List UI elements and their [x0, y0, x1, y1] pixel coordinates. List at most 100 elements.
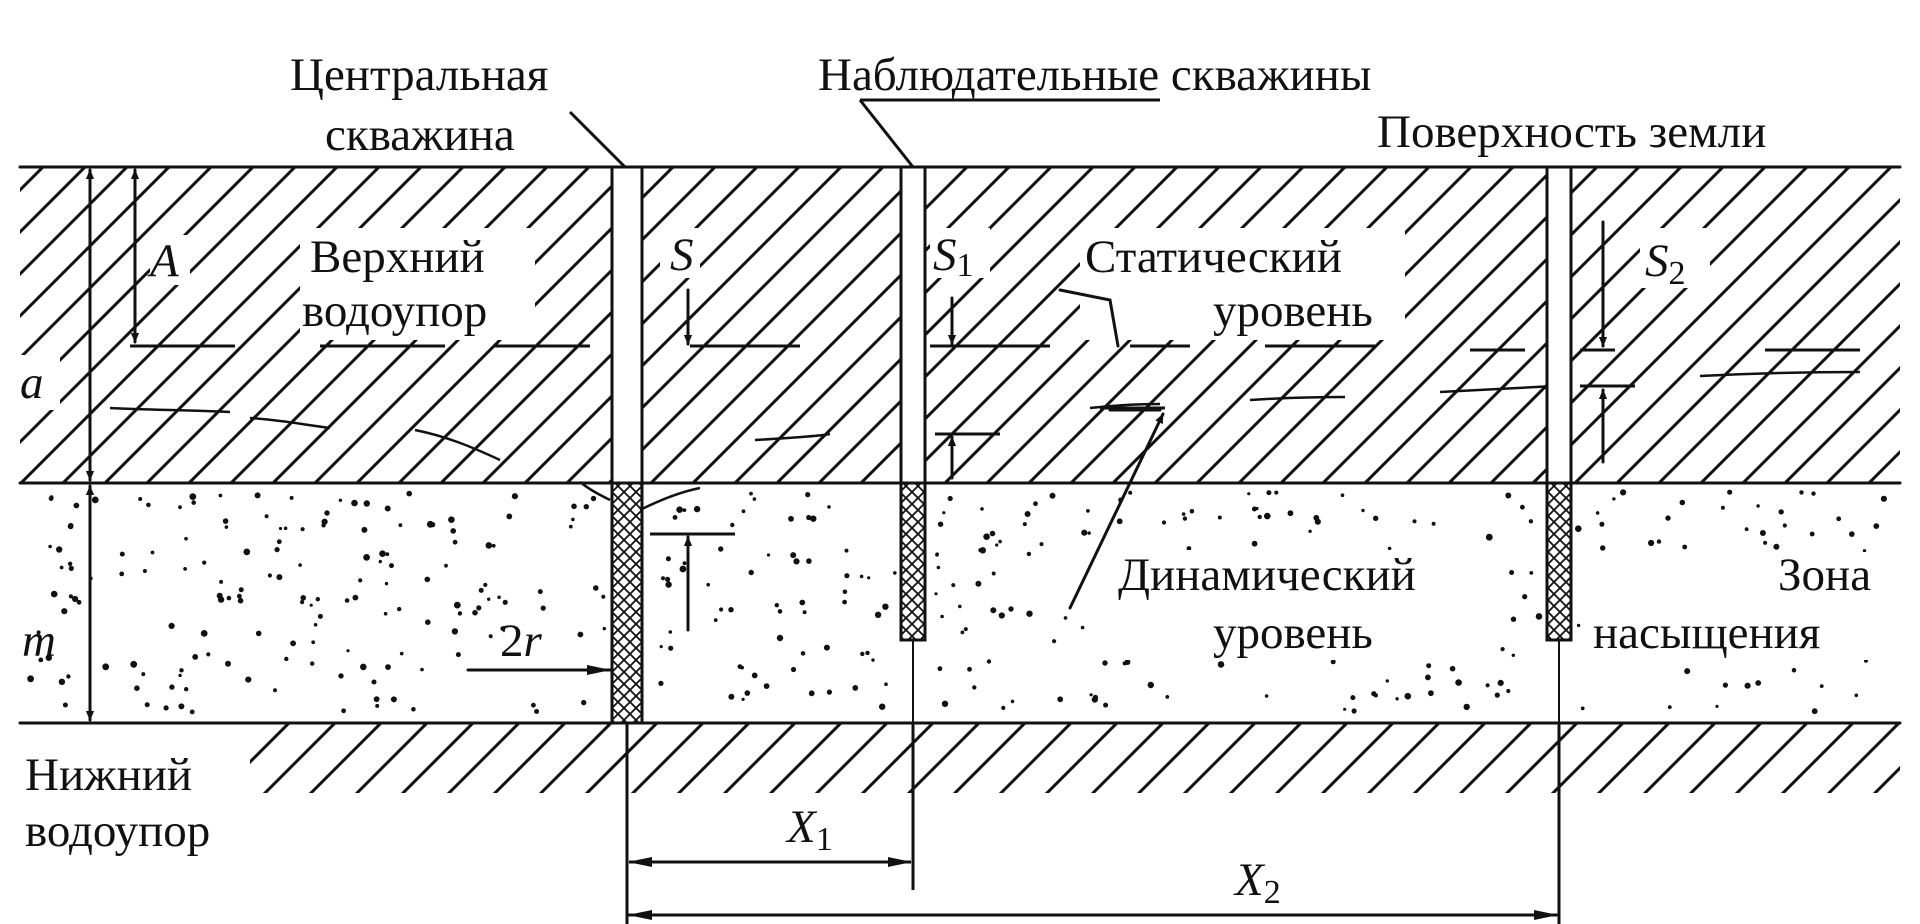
sand-dot [472, 609, 478, 616]
symbol-2r: 2r [500, 615, 543, 667]
sand-dot [1186, 546, 1192, 551]
sand-dot [1744, 527, 1749, 532]
S2-mask [1640, 228, 1710, 288]
A-mask [150, 235, 190, 285]
sand-dot [1811, 708, 1818, 715]
sand-dot [1715, 704, 1719, 709]
sand-dot [706, 582, 710, 587]
sand-dot [141, 672, 146, 677]
sand-dot [1287, 510, 1294, 517]
sand-dot [577, 631, 584, 638]
sand-dot [68, 594, 73, 599]
sand-dot [237, 597, 244, 604]
sand-dot [1836, 516, 1842, 522]
sand-dot [389, 563, 394, 569]
sand-dot [373, 696, 380, 703]
sand-dot [1535, 613, 1543, 620]
sand-dot [1449, 665, 1456, 672]
static-level-label-mask [1080, 228, 1405, 340]
sand-dot [766, 553, 771, 557]
sand-dot [882, 603, 889, 610]
sand-dot [62, 702, 68, 708]
sand-dot [802, 610, 807, 615]
sand-dot [1024, 511, 1031, 517]
sand-dot [659, 645, 663, 649]
sand-dot [1520, 504, 1525, 510]
sand-dot [531, 702, 536, 708]
sand-dot [1497, 679, 1504, 687]
sand-dot [360, 663, 367, 671]
sand-dot [1880, 495, 1887, 502]
sand-dot [144, 702, 150, 708]
sand-dot [163, 705, 169, 711]
sand-dot [1849, 531, 1855, 537]
aquifer-sand-dots [27, 489, 1887, 715]
sand-dot [298, 563, 302, 567]
sand-dot [1500, 647, 1505, 652]
sand-dot [805, 492, 811, 498]
sand-dot [947, 495, 953, 502]
sand-dot [986, 659, 992, 664]
sand-dot [537, 589, 543, 595]
symbol-A: A [147, 235, 179, 287]
sand-dot [1510, 616, 1517, 622]
sand-dot [540, 605, 546, 611]
static-level-dashes [130, 344, 1860, 352]
sand-dot [1528, 519, 1534, 524]
sand-dot [450, 528, 457, 534]
sand-dot [844, 573, 850, 579]
sand-dot [267, 573, 272, 578]
sand-dot [1759, 530, 1766, 536]
static-level-label-line2: уровень [1213, 285, 1373, 337]
sand-dot [237, 593, 242, 599]
sand-dot [497, 595, 501, 600]
dynamic-level-label-line2: уровень [1213, 607, 1373, 659]
sand-dot [225, 660, 231, 667]
sand-dot [751, 672, 758, 679]
sand-dot [48, 544, 52, 549]
sand-dot [346, 649, 350, 653]
sand-dot [991, 571, 996, 576]
sand-dot [1522, 594, 1528, 600]
sand-dot [1799, 490, 1804, 495]
sand-dot [178, 703, 185, 710]
sand-dot [568, 524, 573, 529]
sand-dot [189, 709, 195, 715]
sand-dot [935, 552, 939, 557]
sand-dot [1350, 695, 1356, 701]
sand-dot [56, 546, 63, 553]
sand-dot [676, 506, 683, 513]
sand-dot [1612, 497, 1616, 501]
sand-dot [1425, 674, 1431, 681]
sand-dot [879, 703, 886, 710]
sand-dot [289, 495, 294, 500]
left-margin-mask [0, 0, 20, 924]
sand-dot [1744, 682, 1751, 689]
sand-dot [189, 493, 197, 500]
sand-dot [1494, 692, 1500, 698]
sand-dot [1122, 661, 1127, 666]
sand-dot [324, 510, 330, 516]
sand-dot [1022, 522, 1027, 527]
sand-dot [61, 608, 68, 615]
sand-dot [1026, 551, 1032, 557]
well-callout-leaders [568, 98, 1160, 169]
sand-dot [808, 690, 815, 697]
sand-dot [1576, 623, 1581, 628]
sand-dot [130, 660, 138, 668]
sand-dot [937, 521, 944, 527]
sand-dot [1791, 667, 1797, 673]
sand-dot [399, 651, 404, 656]
sand-dot [351, 499, 358, 507]
sand-dot [774, 603, 779, 608]
sand-dot [218, 493, 223, 498]
sand-dot [341, 708, 346, 714]
sand-dot [1161, 520, 1167, 525]
sand-dot [45, 654, 52, 661]
sand-dot [420, 667, 424, 672]
S-mask [660, 228, 700, 278]
sand-dot [264, 514, 269, 519]
sand-dot [300, 600, 305, 605]
dynamic-level-leader [1068, 408, 1165, 610]
sand-dot [960, 630, 965, 635]
